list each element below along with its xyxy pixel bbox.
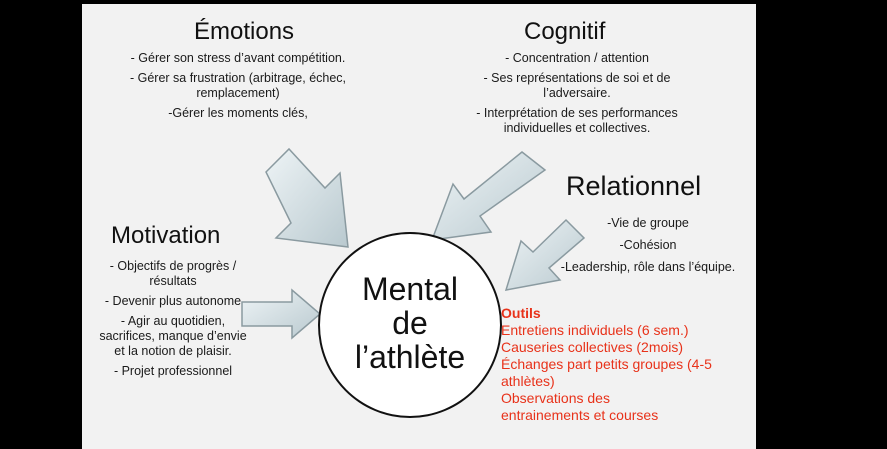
- cognitif-item: - Concentration / attention: [505, 51, 649, 65]
- motivation-title: Motivation: [111, 222, 221, 249]
- cognitif-item: - Ses représentations de soi et de l’adv…: [483, 71, 671, 100]
- center-line: de: [392, 305, 428, 341]
- center-circle: [318, 232, 502, 418]
- outils-block: Outils Entretiens individuels (6 sem.) C…: [501, 305, 751, 424]
- relationnel-arrow: [504, 218, 586, 291]
- relationnel-item: -Leadership, rôle dans l’équipe.: [560, 260, 736, 274]
- motivation-item: - Agir au quotidien, sacrifices, manque …: [99, 314, 247, 358]
- cognitif-item: - Interprétation de ses performances ind…: [476, 106, 678, 135]
- emotions-item: - Gérer son stress d’avant compétition.: [130, 51, 346, 65]
- outils-item: Observations des entrainements et course…: [501, 390, 659, 423]
- center-line: l’athlète: [354, 339, 466, 375]
- slide: Émotions - Gérer son stress d’avant comp…: [82, 4, 756, 449]
- center-label: Mental de l’athlète: [318, 272, 502, 374]
- emotions-item: -Gérer les moments clés,: [168, 106, 308, 120]
- cognitif-arrow: [430, 151, 547, 241]
- relationnel-item: -Cohésion: [619, 238, 677, 252]
- motivation-arrow: [241, 288, 322, 340]
- outils-item: Échanges part petits groupes (4-5 athlèt…: [501, 356, 712, 389]
- arrows-layer: [241, 147, 586, 340]
- emotions-title: Émotions: [194, 18, 295, 45]
- center-line: Mental: [361, 271, 459, 307]
- outils-item: Entretiens individuels (6 sem.): [501, 322, 689, 338]
- motivation-list: - Objectifs de progrès / résultats - Dev…: [88, 259, 258, 384]
- relationnel-title: Relationnel: [566, 171, 702, 201]
- motivation-item: - Projet professionnel: [113, 364, 233, 378]
- emotions-item: - Gérer sa frustration (arbitrage, échec…: [129, 71, 347, 100]
- relationnel-item: -Vie de groupe: [607, 216, 689, 230]
- emotions-list: - Gérer son stress d’avant compétition. …: [104, 51, 372, 126]
- outils-item: Causeries collectives (2mois): [501, 339, 684, 355]
- motivation-item: - Objectifs de progrès / résultats: [109, 259, 237, 288]
- cognitif-list: - Concentration / attention - Ses représ…: [446, 51, 708, 141]
- cognitif-title: Cognitif: [524, 18, 606, 45]
- outils-title: Outils: [501, 305, 541, 321]
- emotions-arrow: [265, 147, 349, 248]
- relationnel-list: -Vie de groupe -Cohésion -Leadership, rô…: [530, 216, 756, 280]
- motivation-item: - Devenir plus autonome: [104, 294, 242, 308]
